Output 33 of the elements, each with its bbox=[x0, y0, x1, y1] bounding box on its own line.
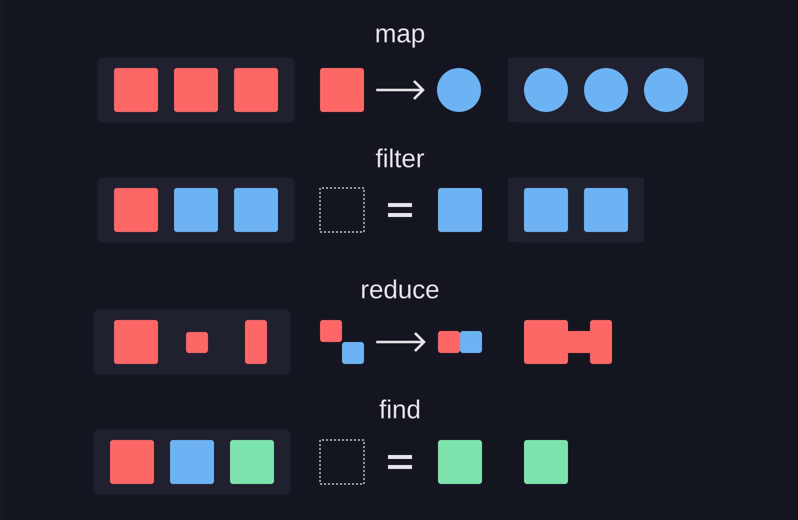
square bbox=[114, 68, 158, 112]
square-pair bbox=[438, 331, 482, 353]
section-title: filter bbox=[376, 148, 424, 168]
circle bbox=[437, 68, 481, 112]
arrow bbox=[376, 332, 426, 352]
square bbox=[230, 440, 274, 484]
merged-shape-drawing bbox=[524, 320, 612, 364]
empty-square bbox=[319, 439, 365, 485]
square bbox=[438, 440, 482, 484]
circle bbox=[524, 68, 568, 112]
square bbox=[174, 188, 218, 232]
empty-square bbox=[319, 187, 365, 233]
square bbox=[114, 320, 158, 364]
square bbox=[174, 68, 218, 112]
circle bbox=[584, 68, 628, 112]
square bbox=[186, 332, 208, 353]
square bbox=[320, 68, 364, 112]
square bbox=[234, 68, 278, 112]
square bbox=[234, 188, 278, 232]
square-pair bbox=[320, 320, 364, 364]
square bbox=[524, 440, 568, 484]
square bbox=[110, 440, 154, 484]
section-title: map bbox=[376, 28, 424, 48]
square bbox=[438, 188, 482, 232]
bar bbox=[245, 320, 267, 364]
square bbox=[524, 188, 568, 232]
section-title: reduce bbox=[362, 279, 438, 298]
square bbox=[170, 440, 214, 484]
arrow bbox=[376, 80, 425, 100]
section-title: find bbox=[379, 399, 420, 418]
square bbox=[114, 188, 158, 232]
circle bbox=[644, 68, 688, 112]
square bbox=[584, 188, 628, 232]
